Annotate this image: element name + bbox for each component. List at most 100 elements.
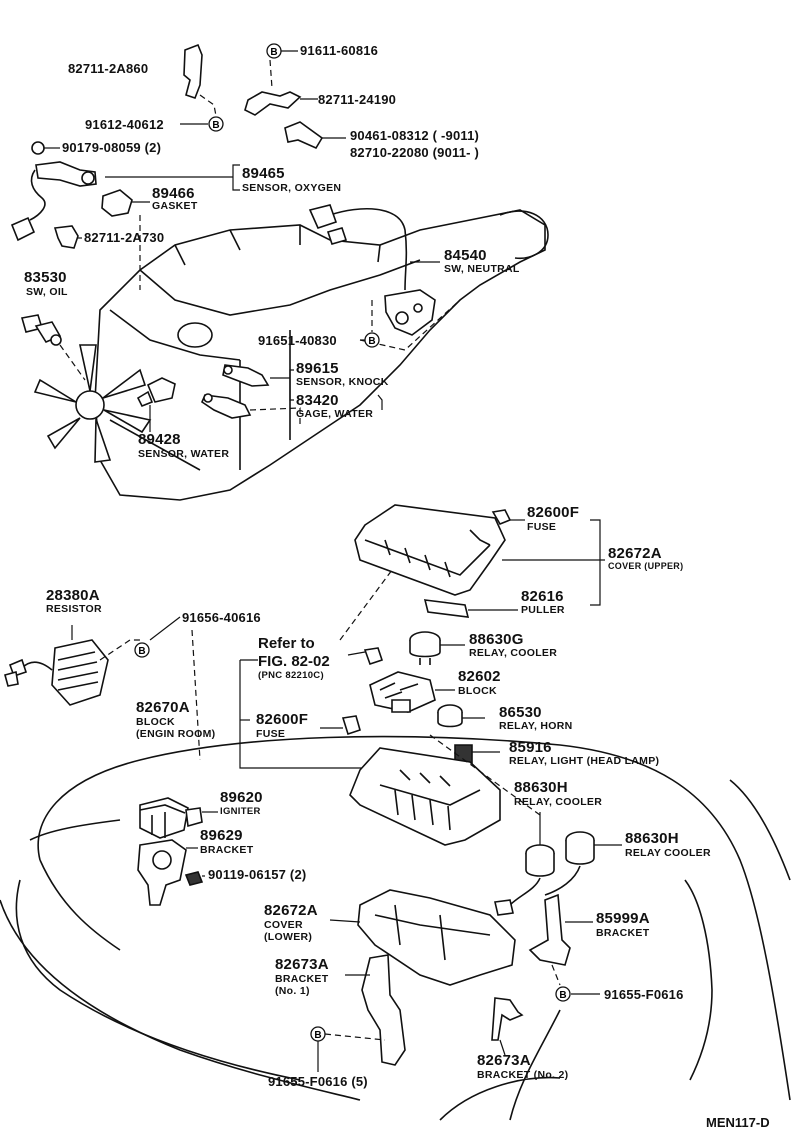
engine-block — [94, 209, 549, 501]
label-83420: 83420 — [296, 392, 339, 409]
oxygen-sensor — [10, 161, 97, 242]
desc-lower: (LOWER) — [264, 931, 313, 943]
relay-cooler-88630g — [409, 631, 441, 665]
desc-bracket-no1: BRACKET — [275, 973, 329, 985]
connector-82210c — [363, 647, 384, 666]
knock-sensor — [222, 364, 270, 387]
clip-90461-08312 — [284, 121, 324, 150]
desc-cover-upper: COVER (UPPER) — [608, 561, 684, 571]
desc-bracket-no2: BRACKET (No. 2) — [477, 1069, 569, 1081]
diagram-code: MEN117-D — [706, 1115, 770, 1130]
label-88630h-b: 88630H — [625, 830, 679, 847]
label-91655-f0616-right: 91655-F0616 — [604, 987, 684, 1002]
desc-gage-water: GAGE, WATER — [296, 408, 374, 420]
figure-reference-link[interactable]: FIG. 82-02 — [258, 653, 330, 670]
desc-cover-lower: COVER — [264, 919, 303, 931]
svg-text:B: B — [212, 120, 219, 131]
label-83530: 83530 — [24, 269, 67, 286]
resistor-28380a — [4, 639, 109, 706]
horn-relay-86530 — [437, 704, 463, 728]
label-28380a: 28380A — [46, 587, 100, 604]
puller-82616 — [423, 599, 470, 618]
desc-block-engine-room: BLOCK — [136, 716, 175, 728]
desc-relay-cooler-h-a: RELAY, COOLER — [514, 796, 603, 808]
label-89465: 89465 — [242, 165, 285, 182]
oil-switch — [20, 314, 62, 346]
neutral-switch — [308, 204, 436, 336]
bracket-89629 — [137, 839, 187, 906]
bolt-symbol-91612: B — [208, 116, 224, 132]
svg-text:B: B — [270, 47, 277, 58]
label-82673a-no2: 82673A — [477, 1052, 531, 1069]
vehicle-body-outline — [0, 735, 791, 1121]
bracket-82673a-no2 — [491, 997, 524, 1041]
label-82600f-lower: 82600F — [256, 711, 309, 728]
label-91651-40830: 91651-40830 — [258, 333, 337, 348]
clamp-82711-2a730 — [53, 225, 79, 249]
bracket-82673a-no1 — [361, 954, 406, 1066]
desc-engine-room: (ENGIN ROOM) — [136, 728, 216, 740]
bolt-symbol-91656: B — [134, 642, 150, 658]
desc-no1: (No. 1) — [275, 985, 310, 997]
fuse-box-lower-cover — [357, 889, 516, 986]
pnc-reference: (PNC 82210C) — [258, 670, 324, 681]
label-85999a: 85999A — [596, 910, 650, 927]
bracket-82711-2a860 — [183, 43, 203, 100]
desc-sensor-oxygen: SENSOR, OXYGEN — [242, 182, 342, 194]
label-89620: 89620 — [220, 789, 263, 806]
label-89428: 89428 — [138, 431, 181, 448]
label-84540: 84540 — [444, 247, 487, 264]
desc-fuse-upper: FUSE — [527, 521, 557, 533]
bolt-symbol-91655-right: B — [555, 986, 571, 1002]
label-82711-24190: 82711-24190 — [318, 92, 397, 107]
label-90461-08312: 90461-08312 ( -9011) — [350, 128, 480, 143]
svg-text:B: B — [559, 990, 566, 1001]
bolt-symbol-91655-left: B — [310, 1026, 326, 1042]
label-82600f-upper: 82600F — [527, 504, 580, 521]
label-82616: 82616 — [521, 588, 564, 605]
bolt-90119-06157 — [184, 871, 204, 886]
desc-block: BLOCK — [458, 685, 497, 697]
desc-sensor-water: SENSOR, WATER — [138, 448, 230, 460]
label-82673a-no1: 82673A — [275, 956, 329, 973]
desc-sw-neutral: SW, NEUTRAL — [444, 263, 520, 275]
bolt-symbol-91651: B — [364, 332, 380, 348]
nut-90179-08059 — [31, 141, 45, 155]
engine-room-block-82670a — [349, 747, 501, 846]
desc-fuse-lower: FUSE — [256, 728, 286, 740]
label-88630h-a: 88630H — [514, 779, 568, 796]
desc-gasket: GASKET — [152, 200, 198, 212]
label-90119-06157: 90119-06157 (2) — [208, 867, 307, 882]
igniter-89620 — [139, 797, 203, 839]
fuse-box-upper-cover — [354, 504, 506, 596]
label-91656-40616: 91656-40616 — [182, 610, 261, 625]
label-82670a: 82670A — [136, 699, 190, 716]
svg-text:B: B — [138, 646, 145, 657]
junction-block-82602 — [369, 671, 436, 713]
fuse-82600f-lower — [341, 715, 361, 736]
label-89466: 89466 — [152, 185, 195, 202]
desc-puller: PULLER — [521, 604, 565, 616]
desc-sw-oil: SW, OIL — [26, 286, 68, 298]
svg-text:B: B — [314, 1030, 321, 1041]
desc-relay-cooler-h-b: RELAY COOLER — [625, 847, 711, 859]
desc-relay-light: RELAY, LIGHT (HEAD LAMP) — [509, 755, 660, 767]
label-91655-f0616-left: 91655-F0616 (5) — [268, 1074, 368, 1089]
desc-bracket-89629: BRACKET — [200, 844, 254, 856]
desc-relay-horn: RELAY, HORN — [499, 720, 573, 732]
desc-resistor: RESISTOR — [46, 603, 102, 615]
svg-text:B: B — [368, 336, 375, 347]
desc-igniter: IGNITER — [220, 806, 261, 817]
refer-to-text: Refer to — [258, 635, 315, 652]
label-85916: 85916 — [509, 739, 552, 756]
label-86530: 86530 — [499, 704, 542, 721]
water-sensor — [136, 377, 176, 408]
label-82710-22080: 82710-22080 (9011- ) — [350, 145, 480, 160]
water-gage — [201, 393, 252, 419]
gasket-89466 — [101, 189, 133, 217]
desc-sensor-knock: SENSOR, KNOCK — [296, 376, 389, 388]
label-88630g: 88630G — [469, 631, 524, 648]
label-89615: 89615 — [296, 360, 339, 377]
relay-cooler-88630h-b — [565, 831, 595, 865]
